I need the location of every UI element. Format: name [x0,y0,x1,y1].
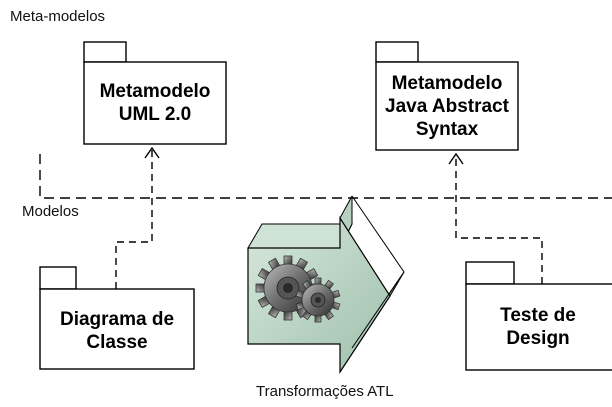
design-test-title: Teste de Design [486,304,590,350]
java-metamodel-title: Metamodelo Java Abstract Syntax [376,72,518,141]
dependency-design-to-java [455,156,543,284]
class-diagram-title-line-1: Diagrama de [59,309,175,330]
package-design-test [465,261,612,371]
package-uml-metamodel [83,41,227,145]
java-metamodel-title-line-2: Java Abstract [385,96,509,117]
java-metamodel-title-line-1: Metamodelo [391,73,503,94]
uml-metamodel-title-line-1: Metamodelo [99,81,211,102]
java-metamodel-title-line-3: Syntax [415,119,479,140]
class-diagram-title-line-2: Classe [86,332,148,353]
models-label: Modelos [22,203,79,220]
layer-boundary [39,154,612,199]
dependency-class-to-uml [115,150,153,289]
transformation-caption: Transformações ATL [256,383,394,400]
gears-arrow-icon [247,195,405,375]
arrowhead-uml [144,146,160,159]
uml-metamodel-title-line-2: UML 2.0 [118,104,192,125]
package-class-diagram [39,266,195,370]
uml-metamodel-title: Metamodelo UML 2.0 [84,80,226,126]
design-test-title-line-2: Design [506,328,570,349]
package-java-metamodel [375,41,519,151]
arrowhead-java [448,152,464,165]
meta-models-label: Meta-modelos [10,8,106,25]
design-test-title-line-1: Teste de [500,305,576,326]
class-diagram-title: Diagrama de Classe [40,308,194,354]
